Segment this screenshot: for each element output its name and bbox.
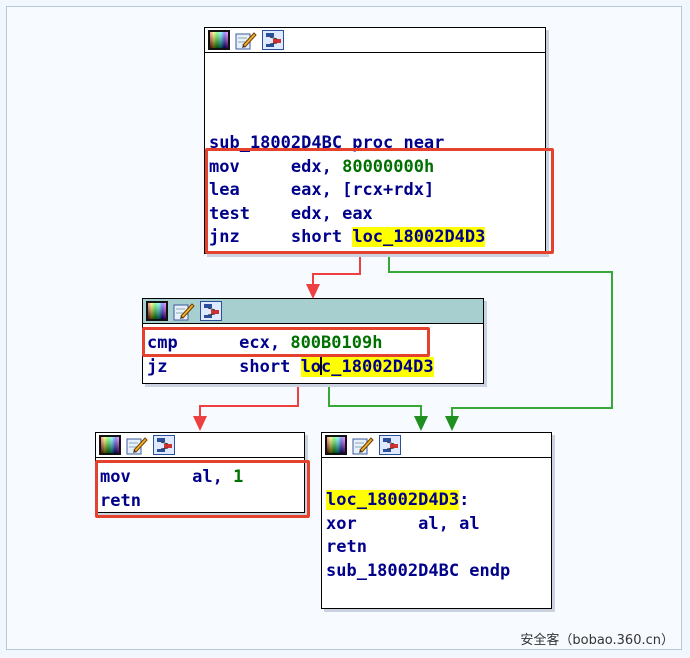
arrow-node4-left (414, 416, 428, 431)
highlight-box-node1 (205, 148, 554, 254)
asm-line-xor[interactable]: xor al, al (326, 513, 480, 534)
edit-pencil-icon[interactable] (235, 30, 257, 50)
code-block: cmp ecx, 800B0109h jz short loc_18002D4D3 (147, 332, 434, 379)
arrow-node2 (306, 284, 320, 299)
highlight-box-node2 (142, 327, 430, 357)
watermark: 安全客（bobao.360.cn） (520, 633, 674, 648)
node-header (205, 28, 545, 53)
asm-line-lea[interactable]: lea eax, [rcx+rdx] (209, 180, 435, 200)
code-block: loc_18002D4D3:xor al, al retn sub_18002D4B… (326, 489, 510, 583)
color-palette-icon[interactable] (325, 435, 347, 455)
graph-nodes-icon[interactable] (379, 435, 401, 455)
graph-nodes-icon[interactable] (200, 301, 222, 321)
graph-node-loc-18002D4D3[interactable]: loc_18002D4D3:xor al, al retn sub_18002D4B… (321, 432, 552, 609)
edge-node2-to-node3 (199, 384, 299, 424)
location-label[interactable]: loc_18002D4D3 (326, 490, 460, 510)
graph-node-cmp[interactable]: cmp ecx, 800B0109h jz short loc_18002D4D3 (142, 298, 484, 384)
asm-line-retn[interactable]: retn (326, 537, 367, 557)
jump-target-label[interactable]: loc_18002D4D3 (300, 356, 434, 377)
graph-nodes-icon[interactable] (153, 435, 175, 455)
edge-node1-to-node2 (312, 254, 361, 292)
proc-end[interactable]: sub_18002D4BC endp (326, 560, 511, 581)
color-palette-icon[interactable] (99, 435, 121, 455)
asm-line-label[interactable]: loc_18002D4D3: (326, 490, 470, 510)
jump-target-label[interactable]: loc_18002D4D3 (352, 227, 486, 247)
color-palette-icon[interactable] (208, 30, 230, 50)
edge-node1-to-node4 (388, 254, 613, 424)
edge-node2-to-node4 (328, 384, 422, 424)
graph-nodes-icon[interactable] (262, 30, 284, 50)
color-palette-icon[interactable] (146, 301, 168, 321)
arrow-node4-right (445, 416, 459, 431)
asm-line-jnz[interactable]: jnz short loc_18002D4D3 (209, 227, 486, 247)
asm-line-test[interactable]: test edx, eax (209, 203, 373, 224)
asm-line-retn[interactable]: retn (100, 490, 141, 511)
node-header (322, 433, 551, 458)
edit-pencil-icon[interactable] (173, 301, 195, 321)
asm-line-mov[interactable]: mov al, 1 (100, 467, 244, 487)
edit-pencil-icon[interactable] (352, 435, 374, 455)
edit-pencil-icon[interactable] (126, 435, 148, 455)
asm-line-cmp[interactable]: cmp ecx, 800B0109h (147, 333, 383, 353)
node-header-selected (143, 299, 483, 324)
asm-line-mov[interactable]: mov edx, 80000000h (209, 156, 435, 177)
asm-line-jz[interactable]: jz short loc_18002D4D3 (147, 356, 434, 377)
arrow-node3 (193, 416, 207, 431)
code-block: mov al, 1 retn (100, 466, 243, 513)
graph-node-mov-al-1[interactable]: mov al, 1 retn (95, 432, 305, 513)
node-header (96, 433, 304, 458)
highlight-box-node3 (95, 460, 310, 518)
text-cursor (320, 356, 323, 375)
